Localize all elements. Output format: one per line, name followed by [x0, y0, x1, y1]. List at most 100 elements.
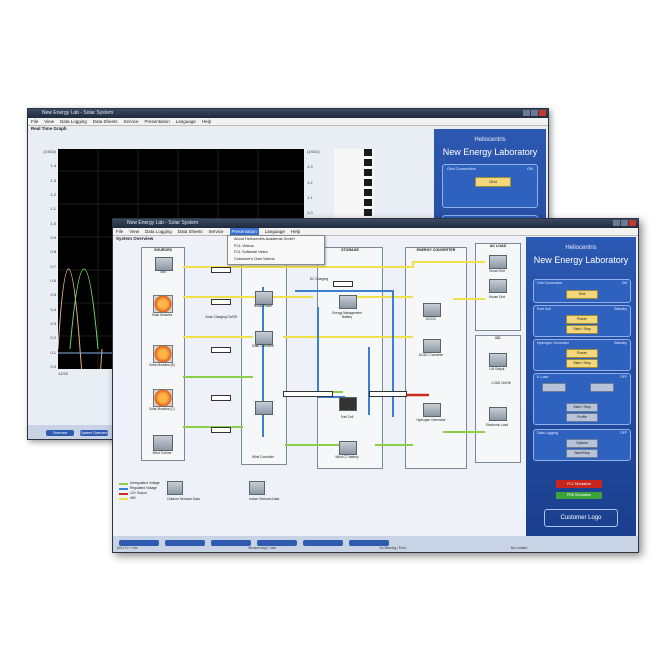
- dropdown-item-fcl-videos[interactable]: FCL Videos: [234, 243, 254, 248]
- dc-load-icon[interactable]: [489, 353, 507, 367]
- eload-start-stop-button[interactable]: Start / Stop: [566, 403, 598, 412]
- device-label: DC Charging: [309, 277, 329, 281]
- indoor-sensor-panel[interactable]: Indoor Sensors Data: [249, 481, 319, 505]
- solar-module-icon[interactable]: [153, 345, 173, 363]
- status-field: All In Fo + Info: [117, 546, 138, 550]
- channel-checkbox[interactable]: [364, 209, 372, 216]
- dropdown-item-about[interactable]: About Heliocentris Academia GmbH: [234, 237, 295, 241]
- device-label: DC/DC: [425, 317, 437, 321]
- menu-data-sheets[interactable]: Data Sheets: [177, 229, 203, 234]
- channel-checkboxes: [364, 149, 378, 229]
- window-controls: [523, 110, 546, 116]
- tab-settings[interactable]: [349, 540, 389, 546]
- fuel-cell-icon[interactable]: [339, 397, 357, 411]
- minimize-icon[interactable]: [613, 220, 620, 226]
- y-tick: 0.8: [50, 249, 56, 255]
- battery-management-icon[interactable]: [339, 295, 357, 309]
- device-label: Wind Turbine: [152, 451, 172, 455]
- brand-logo: Heliocentris: [565, 245, 597, 251]
- fcl-simulation-button[interactable]: FCL Simulation: [556, 480, 602, 488]
- tab-recording[interactable]: [303, 540, 343, 546]
- tab-real-time-graph[interactable]: [211, 540, 251, 546]
- logging-options-button[interactable]: Options: [566, 439, 598, 448]
- dropdown-item-customer-videos[interactable]: Customer's Own Videos: [234, 256, 275, 261]
- maximize-icon[interactable]: [621, 220, 628, 226]
- dcdc-converter-icon[interactable]: [423, 303, 441, 317]
- menu-file[interactable]: File: [31, 119, 39, 124]
- close-icon[interactable]: [629, 220, 636, 226]
- channel-checkbox[interactable]: [364, 199, 372, 206]
- fuel-start-stop-button[interactable]: Start / Stop: [566, 325, 598, 334]
- tab-system-overview[interactable]: System Overview: [80, 430, 108, 436]
- dropdown-item-fcl-software-video[interactable]: FCL Software Video: [234, 250, 268, 254]
- wind-controller-icon[interactable]: [255, 401, 273, 415]
- electronic-load-icon[interactable]: [489, 407, 507, 421]
- menu-data-logging[interactable]: Data Logging: [59, 119, 87, 124]
- menu-language[interactable]: Language: [175, 119, 196, 124]
- acdc-converter-icon[interactable]: [423, 339, 441, 353]
- menu-presentation[interactable]: Presentation: [144, 119, 170, 124]
- solar-converter-icon[interactable]: [255, 331, 273, 345]
- group-status: ON: [621, 281, 627, 285]
- hydrogen-start-stop-button[interactable]: Start / Stop: [566, 359, 598, 368]
- solar-module-icon[interactable]: [153, 295, 173, 313]
- wind-battery-icon[interactable]: [339, 441, 357, 455]
- channel-checkbox[interactable]: [364, 169, 372, 176]
- channel-checkbox[interactable]: [364, 159, 372, 166]
- front-title-bar[interactable]: New Energy Lab - Solar System: [113, 219, 638, 228]
- menu-service[interactable]: Service: [123, 119, 139, 124]
- outdoor-sensor-panel[interactable]: Outdoor Sensors Data: [167, 481, 237, 505]
- maximize-icon[interactable]: [531, 110, 538, 116]
- tab-system-overview[interactable]: [165, 540, 205, 546]
- sensor-label: Indoor Sensors Data: [249, 497, 280, 501]
- menu-data-sheets[interactable]: Data Sheets: [92, 119, 118, 124]
- front-window-title: New Energy Lab - Solar System: [127, 220, 199, 226]
- eload-profile-button[interactable]: Profile: [566, 413, 598, 422]
- smart-grid-icon[interactable]: [489, 255, 507, 269]
- tab-experiments[interactable]: [257, 540, 297, 546]
- house-grid-icon[interactable]: [489, 279, 507, 293]
- menu-help[interactable]: Help: [290, 229, 301, 234]
- channel-checkbox[interactable]: [364, 179, 372, 186]
- group-status: OFF: [620, 431, 627, 435]
- close-icon[interactable]: [539, 110, 546, 116]
- hydrogen-power-button[interactable]: Power: [566, 349, 598, 358]
- column-title: AC LOAD: [489, 244, 507, 248]
- boost-converter-icon[interactable]: [255, 291, 273, 305]
- grid-button[interactable]: Grid: [566, 290, 598, 299]
- column-title: ENERGY CONVERTER: [416, 248, 456, 252]
- menu-data-logging[interactable]: Data Logging: [144, 229, 172, 234]
- menu-view[interactable]: View: [129, 229, 139, 234]
- menu-presentation[interactable]: Presentation: [229, 228, 259, 235]
- menu-language[interactable]: Language: [264, 229, 285, 234]
- tab-overview[interactable]: Overview: [46, 430, 74, 436]
- logging-start-stop-button[interactable]: Start/Stop: [566, 449, 598, 458]
- device-label: Wind CT Battery: [335, 455, 359, 459]
- grid-connection-group: Grid Connection ON Grid: [442, 164, 538, 208]
- eload-value-input[interactable]: [590, 383, 614, 392]
- solar-module-icon[interactable]: [153, 389, 173, 407]
- legend-label: 12V Output: [130, 491, 147, 495]
- fuel-power-button[interactable]: Power: [566, 315, 598, 324]
- back-title-bar[interactable]: New Energy Lab - Solar System: [28, 109, 548, 118]
- menu-file[interactable]: File: [116, 229, 124, 234]
- y-tick: 0.9: [50, 234, 56, 240]
- hydrogen-generator-icon[interactable]: [423, 403, 441, 417]
- menu-service[interactable]: Service: [208, 229, 224, 234]
- grid-device[interactable]: [155, 257, 173, 271]
- group-label: Fuel Cell: [537, 307, 551, 311]
- value-readout: [369, 391, 407, 397]
- menu-view[interactable]: View: [44, 119, 54, 124]
- minimize-icon[interactable]: [523, 110, 530, 116]
- channel-checkbox[interactable]: [364, 189, 372, 196]
- menu-help[interactable]: Help: [201, 119, 212, 124]
- group-status: Standby: [614, 307, 627, 311]
- grid-button[interactable]: Grid: [475, 177, 511, 187]
- channel-checkbox[interactable]: [364, 149, 372, 156]
- pns-simulation-button[interactable]: PNS Simulation: [556, 492, 602, 499]
- tab-overview[interactable]: [119, 540, 159, 546]
- wind-turbine-icon[interactable]: [153, 435, 173, 451]
- eload-mode-select[interactable]: [542, 383, 566, 392]
- value-readout: [211, 299, 231, 305]
- customer-logo-button[interactable]: Customer Logo: [544, 509, 618, 527]
